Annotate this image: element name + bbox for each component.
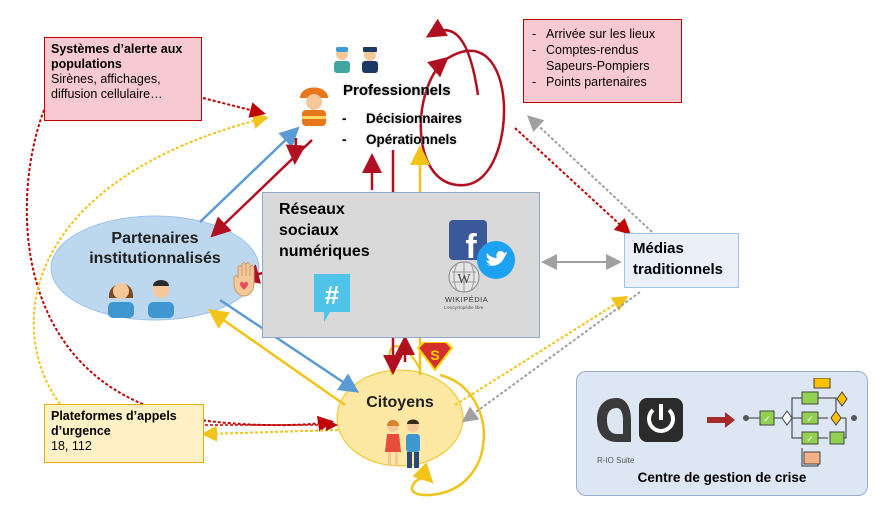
wikipedia-sub: L'encyclopédie libre bbox=[444, 305, 484, 310]
arrow-citizens-to-partners-yellow bbox=[207, 309, 346, 407]
man-citizen-icon bbox=[406, 419, 420, 468]
svg-text:✓: ✓ bbox=[806, 434, 814, 444]
arrival-item: -Points partenaires bbox=[532, 75, 647, 89]
alert-systems-body: Sirènes, affichages, diffusion cellulair… bbox=[51, 72, 163, 101]
partners-label: Partenaires institutionnalisés bbox=[89, 230, 221, 267]
partners-people-icon bbox=[108, 280, 174, 318]
arrow-citizens-to-platforms bbox=[201, 425, 339, 442]
emergency-platforms-box: Plateformes d’appels d’urgence 18, 112 bbox=[44, 404, 204, 463]
pro-feedback-loop bbox=[419, 49, 506, 187]
hashtag-icon: # bbox=[314, 274, 350, 322]
svg-text:✓: ✓ bbox=[806, 414, 814, 424]
citizens-label: Citoyens bbox=[366, 394, 434, 411]
rio-logo-icon bbox=[597, 398, 683, 442]
staff-icons bbox=[334, 47, 378, 73]
professionals-item: -Opérationnels bbox=[342, 132, 457, 147]
facebook-icon: f bbox=[449, 220, 487, 260]
platforms-numbers: 18, 112 bbox=[51, 439, 92, 453]
crisis-center-box: R-IO Suite ✓ ✓ ✓ Centre de gestion de cr… bbox=[576, 371, 868, 496]
citizen-feedback-loop bbox=[410, 373, 485, 497]
wikipedia-label: WIKIPÉDIA bbox=[445, 295, 489, 304]
arrow-pro-to-media-dashed bbox=[514, 127, 631, 235]
arrow-platforms-to-pro bbox=[32, 113, 269, 405]
twitter-icon bbox=[477, 241, 515, 279]
man-icon bbox=[148, 280, 174, 318]
arrow-alert-to-pro bbox=[202, 97, 266, 118]
arrow-partners-to-pro-blue bbox=[199, 126, 300, 223]
power-icon bbox=[639, 398, 683, 442]
arrow-right-icon bbox=[707, 412, 735, 428]
professionals-title: Professionnels bbox=[343, 82, 451, 99]
arrival-item: -Comptes-rendus Sapeurs-Pompiers bbox=[532, 43, 650, 73]
social-networks-title: Réseaux sociaux numériques bbox=[279, 201, 370, 260]
svg-text:f: f bbox=[465, 228, 477, 260]
social-networks-box: Réseaux sociaux numériques bbox=[262, 192, 540, 338]
arrow-media-to-pro-gray bbox=[527, 115, 653, 233]
arrow-citizens-to-media-yellow bbox=[454, 295, 629, 406]
alert-systems-title: Systèmes d’alerte aux populations bbox=[51, 42, 183, 71]
platforms-title: Plateformes d’appels d’urgence bbox=[51, 409, 177, 438]
woman-citizen-icon bbox=[385, 420, 401, 466]
woman-icon bbox=[108, 283, 134, 318]
alert-systems-box: Systèmes d’alerte aux populations Sirène… bbox=[44, 37, 202, 121]
arrow-pro-to-partners-short bbox=[285, 137, 306, 165]
rio-suite-label: R-IO Suite bbox=[597, 456, 635, 465]
doctor-icon bbox=[334, 47, 350, 73]
svg-text:✓: ✓ bbox=[763, 414, 771, 424]
police-icon bbox=[362, 47, 378, 73]
pro-top-loop bbox=[425, 18, 480, 96]
stop-hand-icon bbox=[233, 262, 255, 297]
svg-text:#: # bbox=[325, 280, 340, 310]
svg-text:S: S bbox=[430, 347, 439, 363]
workflow-icon: ✓ ✓ ✓ bbox=[743, 378, 857, 467]
professionals-list: -Décisionnaires -Opérationnels bbox=[342, 108, 462, 150]
svg-text:W: W bbox=[457, 272, 471, 287]
wikipedia-icon: W bbox=[448, 261, 480, 293]
superman-icon: S bbox=[416, 342, 454, 372]
firefighter-icon bbox=[300, 87, 328, 126]
citizens-people-icon bbox=[385, 419, 420, 468]
crisis-center-label: Centre de gestion de crise bbox=[637, 470, 807, 485]
professionals-item: -Décisionnaires bbox=[342, 111, 463, 126]
arrow-partners-to-citizens-blue bbox=[219, 298, 360, 393]
media-box: Médias traditionnels bbox=[624, 233, 739, 288]
arrow-alert-to-citizens bbox=[25, 109, 334, 432]
arrow-media-to-citizens-gray bbox=[461, 291, 641, 423]
arrival-info-box: -Arrivée sur les lieux -Comptes-rendus S… bbox=[523, 19, 682, 103]
arrival-item: -Arrivée sur les lieux bbox=[532, 27, 656, 41]
